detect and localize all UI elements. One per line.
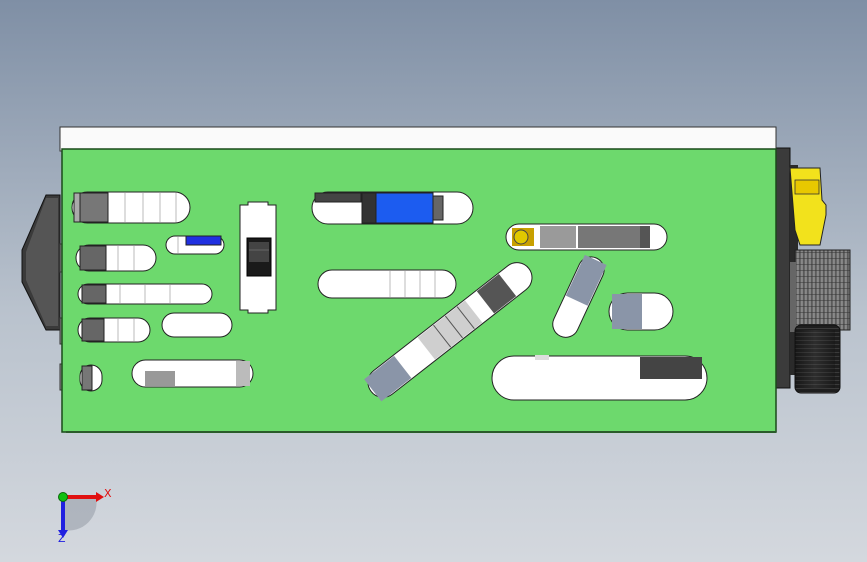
right-connector-assembly [775,147,851,394]
x-axis-label: X [104,487,112,500]
threaded-barrel [794,249,851,331]
z-axis-label: Z [58,532,66,545]
axis-triad: X Z [58,487,112,545]
slide-switch [239,201,277,314]
diagonal-slots [364,254,607,402]
y-axis-dot [58,492,68,502]
top-strip [59,126,777,152]
slot-cutouts [71,191,708,401]
rocker-switch [21,194,61,331]
